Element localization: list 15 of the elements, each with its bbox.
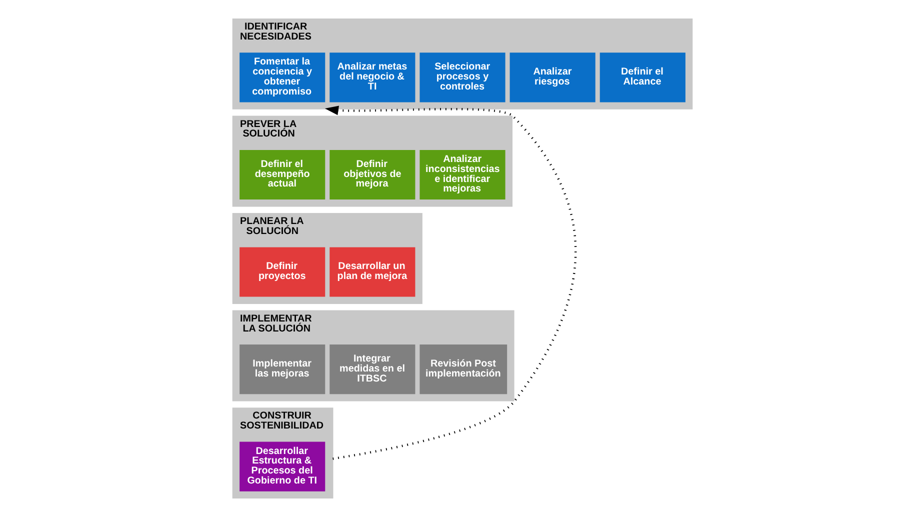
node-box: Definir proyectos: [239, 247, 325, 297]
node-box: Definir el desempeño actual: [239, 150, 325, 200]
node-box: Seleccionar procesos y controles: [419, 52, 505, 102]
node-box: Analizar riesgos: [509, 52, 595, 102]
node-box: Desarrollar un plan de mejora: [329, 247, 415, 297]
node-box: Analizar metas del negocio & TI: [329, 52, 415, 102]
node-box: Revisión Post implementación: [419, 344, 507, 394]
node-box: Desarrollar Estructura & Procesos del Gobierno de TI: [239, 442, 325, 492]
node-box: Fomentar la conciencia y obtener compromiso: [239, 52, 325, 102]
node-box: Integrar medidas en el ITBSC: [329, 344, 415, 394]
node-box: Definir objetivos de mejora: [329, 150, 415, 200]
arrow: [324, 106, 576, 460]
node-box: Analizar inconsistencias e identificar mejoras: [419, 150, 505, 200]
node-box: Implementar las mejoras: [239, 344, 325, 394]
node-box: Definir el Alcance: [599, 52, 685, 102]
